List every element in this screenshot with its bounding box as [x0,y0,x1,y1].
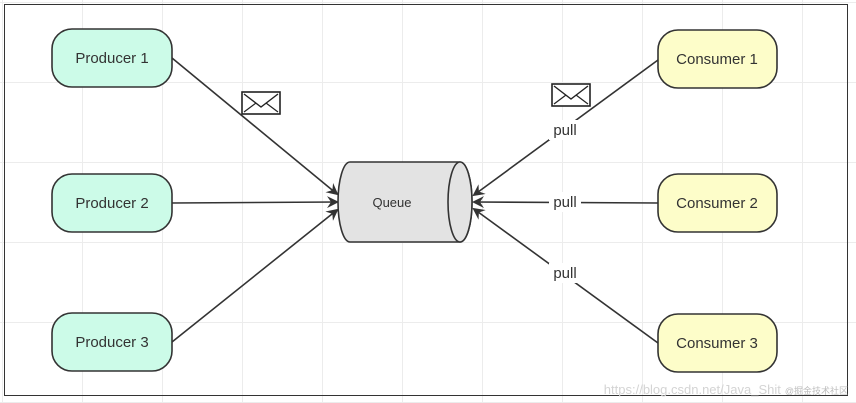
envelope-icon [241,91,281,115]
pull-label-3: pull [549,263,581,283]
consumer-node-2: Consumer 2 [657,173,778,233]
producer-node-3: Producer 3 [51,312,173,372]
producer-node-2: Producer 2 [51,173,173,233]
diagram-frame [4,4,848,396]
edge-producer-2-queue [171,196,339,209]
watermark: https://blog.csdn.net/Java_Shit@掘金技术社区 [604,382,848,397]
consumer-node-3: Consumer 3 [657,313,778,373]
producer-node-1: Producer 1 [51,28,173,88]
svg-text:pull: pull [553,194,576,211]
svg-text:pull: pull [553,265,576,282]
pull-label-2: pull [549,192,581,212]
watermark-site: @掘金技术社区 [784,386,848,396]
svg-text:pull: pull [553,122,576,139]
consumer-node-1: Consumer 1 [657,29,778,89]
queue-label: Queue [372,195,411,210]
pull-label-1: pull [549,120,581,140]
edge-producer-1-queue [171,57,339,196]
producer-label-1: Producer 1 [75,50,148,67]
queue-node: Queue [337,161,473,243]
consumer-label-1: Consumer 1 [676,51,758,68]
edge-producer-3-queue [171,208,339,343]
envelope-icon [551,83,591,107]
watermark-url: https://blog.csdn.net/Java_Shit [603,382,781,397]
producer-label-2: Producer 2 [75,195,148,212]
consumer-label-2: Consumer 2 [676,195,758,212]
producer-label-3: Producer 3 [75,334,148,351]
consumer-label-3: Consumer 3 [676,335,758,352]
